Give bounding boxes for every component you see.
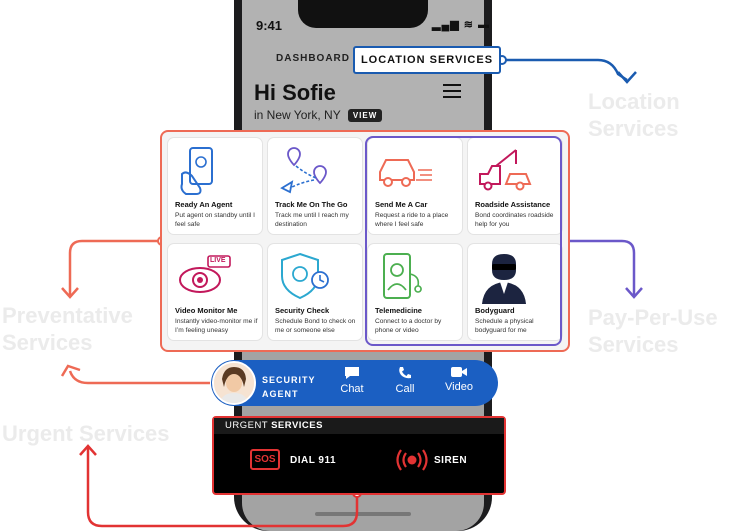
call-button[interactable]: Call: [385, 366, 425, 395]
chat-icon: [345, 367, 359, 379]
dashboard-tab[interactable]: DASHBOARD: [276, 53, 350, 64]
urgent-services-title: Urgent Services: [2, 421, 170, 446]
shield-clock-icon: [281, 252, 329, 300]
location-text: in New York, NY: [254, 108, 341, 122]
phone-icon: [399, 367, 411, 379]
card-title: Track Me On The Go: [275, 200, 348, 209]
location-services-pill[interactable]: LOCATION SERVICES: [353, 46, 501, 74]
siren-button[interactable]: SIREN: [434, 455, 468, 466]
card-telemedicine[interactable]: Telemedicine Connect to a doctor by phon…: [368, 244, 462, 340]
sos-icon[interactable]: SOS: [250, 449, 280, 470]
car-icon: [379, 159, 432, 187]
home-indicator: [315, 512, 411, 516]
urgent-services-heading: URGENT SERVICES: [225, 420, 323, 431]
bodyguard-icon: [482, 254, 526, 304]
agent-avatar: [212, 361, 256, 405]
card-video-monitor[interactable]: LIVE Video Monitor Me Instantly video-mo…: [168, 244, 262, 340]
status-icons: ▂▄▆ ≋ ▬: [432, 19, 491, 31]
card-desc: Put agent on standby until I feel safe: [175, 212, 255, 228]
card-desc: Track me until I reach my destination: [275, 212, 349, 228]
eye-live-icon: [179, 255, 231, 293]
greeting: Hi Sofie: [254, 80, 336, 105]
card-title: Roadside Assistance: [475, 200, 551, 209]
video-button[interactable]: Video: [439, 366, 479, 393]
phone-notch: [298, 0, 428, 28]
card-desc: Request a ride to a place where I feel s…: [375, 212, 449, 228]
tow-truck-icon: [479, 149, 532, 191]
dial-911-button[interactable]: DIAL 911: [290, 455, 337, 466]
card-title: Ready An Agent: [175, 200, 233, 209]
urgent-header: [214, 418, 504, 434]
card-title: Send Me A Car: [375, 200, 428, 209]
card-title: Security Check: [275, 306, 330, 315]
card-desc: Connect to a doctor by phone or video: [375, 318, 442, 334]
route-pin-icon: [280, 147, 327, 194]
current-location: in New York, NY VIEW: [254, 108, 383, 123]
view-location-button[interactable]: VIEW: [347, 109, 383, 123]
video-camera-icon: [451, 367, 467, 377]
siren-icon[interactable]: [396, 448, 428, 472]
card-title: Bodyguard: [475, 306, 515, 315]
card-desc: Instantly video-monitor me if I’m feelin…: [175, 318, 258, 334]
doctor-phone-icon: [383, 253, 422, 299]
card-title: Telemedicine: [375, 306, 422, 315]
card-roadside[interactable]: Roadside Assistance Bond coordinates roa…: [468, 138, 562, 234]
card-bodyguard[interactable]: Bodyguard Schedule a physical bodyguard …: [468, 244, 562, 340]
pay-per-use-highlight: [365, 136, 562, 346]
card-ready-agent[interactable]: Ready An Agent Put agent on standby unti…: [168, 138, 262, 234]
card-track-me[interactable]: Track Me On The Go Track me until I reac…: [268, 138, 362, 234]
card-title: Video Monitor Me: [175, 306, 238, 315]
card-send-car[interactable]: Send Me A Car Request a ride to a place …: [368, 138, 462, 234]
card-desc: Schedule Bond to check on me or someone …: [275, 318, 356, 334]
card-desc: Schedule a physical bodyguard for me: [475, 318, 534, 334]
chat-button[interactable]: Chat: [332, 366, 372, 395]
menu-icon[interactable]: [443, 84, 461, 98]
card-desc: Bond coordinates roadside help for you: [475, 212, 554, 228]
card-security-check[interactable]: Security Check Schedule Bond to check on…: [268, 244, 362, 340]
status-time: 9:41: [256, 18, 283, 33]
live-badge: LIVE: [210, 257, 226, 264]
phone-tap-icon: [180, 147, 213, 195]
